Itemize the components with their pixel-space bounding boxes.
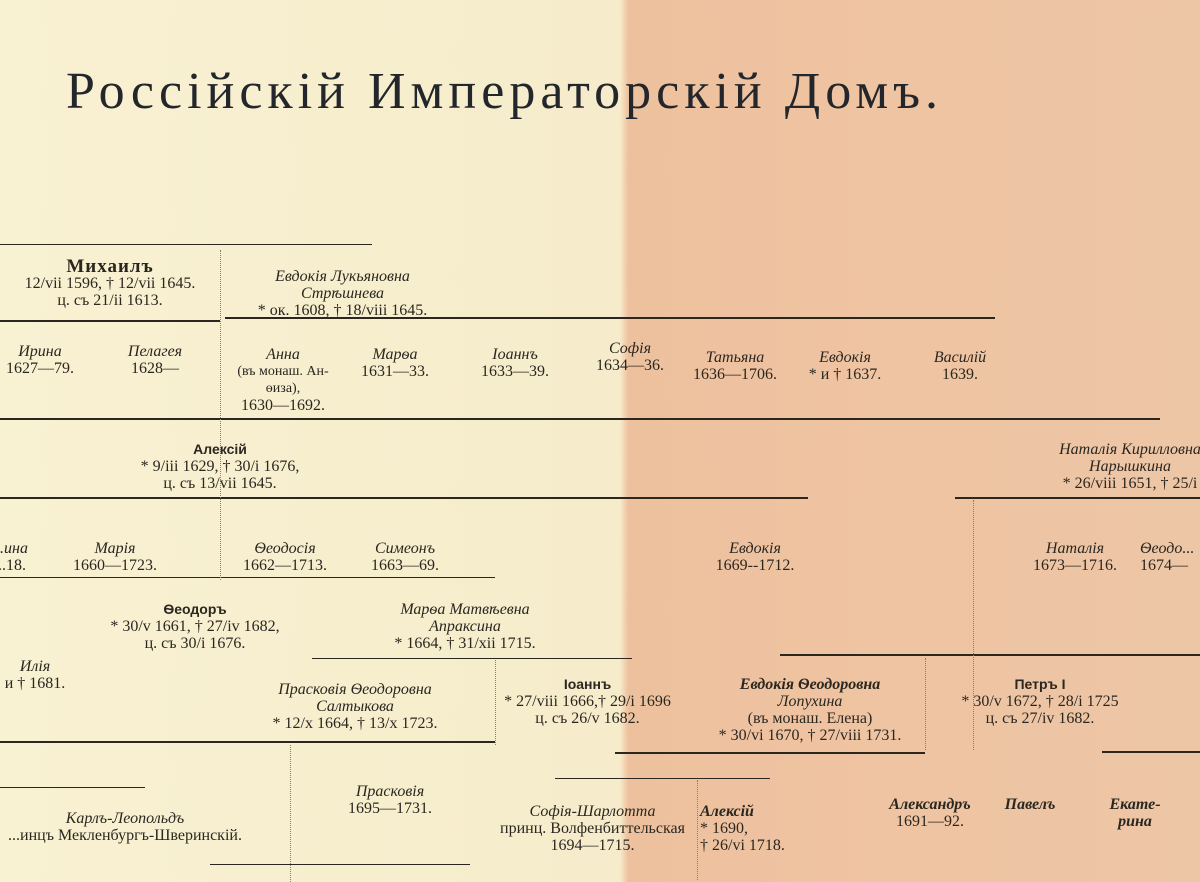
person-feodor: Ѳеодоръ* 30/v 1661, † 27/iv 1682,ц. съ 3… bbox=[110, 601, 280, 652]
person-partial: ...ина...18. bbox=[0, 540, 28, 574]
rule bbox=[0, 497, 808, 499]
rule bbox=[0, 787, 145, 788]
rule bbox=[0, 577, 495, 578]
rule bbox=[955, 497, 1200, 499]
connector bbox=[290, 745, 291, 882]
person-feodor-partial: Ѳеодо...1674— bbox=[1140, 540, 1195, 574]
rule bbox=[615, 752, 925, 754]
person-aleksei-petrovich: Алексiй* 1690,† 26/vi 1718. bbox=[700, 803, 785, 854]
person-karl-leopold: Карлъ-Леопольдъ...инцъ Мекленбургъ-Швери… bbox=[8, 810, 242, 844]
rule bbox=[0, 244, 372, 245]
connector bbox=[973, 500, 974, 750]
connector bbox=[925, 658, 926, 750]
rule bbox=[1102, 751, 1200, 753]
rule bbox=[0, 741, 495, 743]
person-pavel: Павелъ bbox=[1004, 796, 1056, 813]
rule bbox=[0, 320, 220, 322]
rule bbox=[312, 658, 632, 659]
document-title: Россiйскiй Императорскiй Домъ. bbox=[66, 63, 944, 120]
connector bbox=[220, 250, 221, 580]
connector bbox=[697, 780, 698, 880]
connector bbox=[495, 660, 496, 745]
person-anna: Анна(въ монаш. Ан-ѳиза),1630—1692. bbox=[237, 346, 329, 414]
rule bbox=[225, 317, 995, 319]
rule bbox=[555, 778, 770, 779]
rule bbox=[210, 864, 470, 865]
person-ekaterina: Екате-рина bbox=[1109, 796, 1161, 830]
person-aleksei: Алексiй* 9/iii 1629, † 30/i 1676,ц. съ 1… bbox=[140, 441, 300, 492]
person-evdokia-1637: Евдокiя* и † 1637. bbox=[808, 349, 882, 383]
rule bbox=[780, 654, 1200, 656]
rule bbox=[0, 418, 1160, 420]
